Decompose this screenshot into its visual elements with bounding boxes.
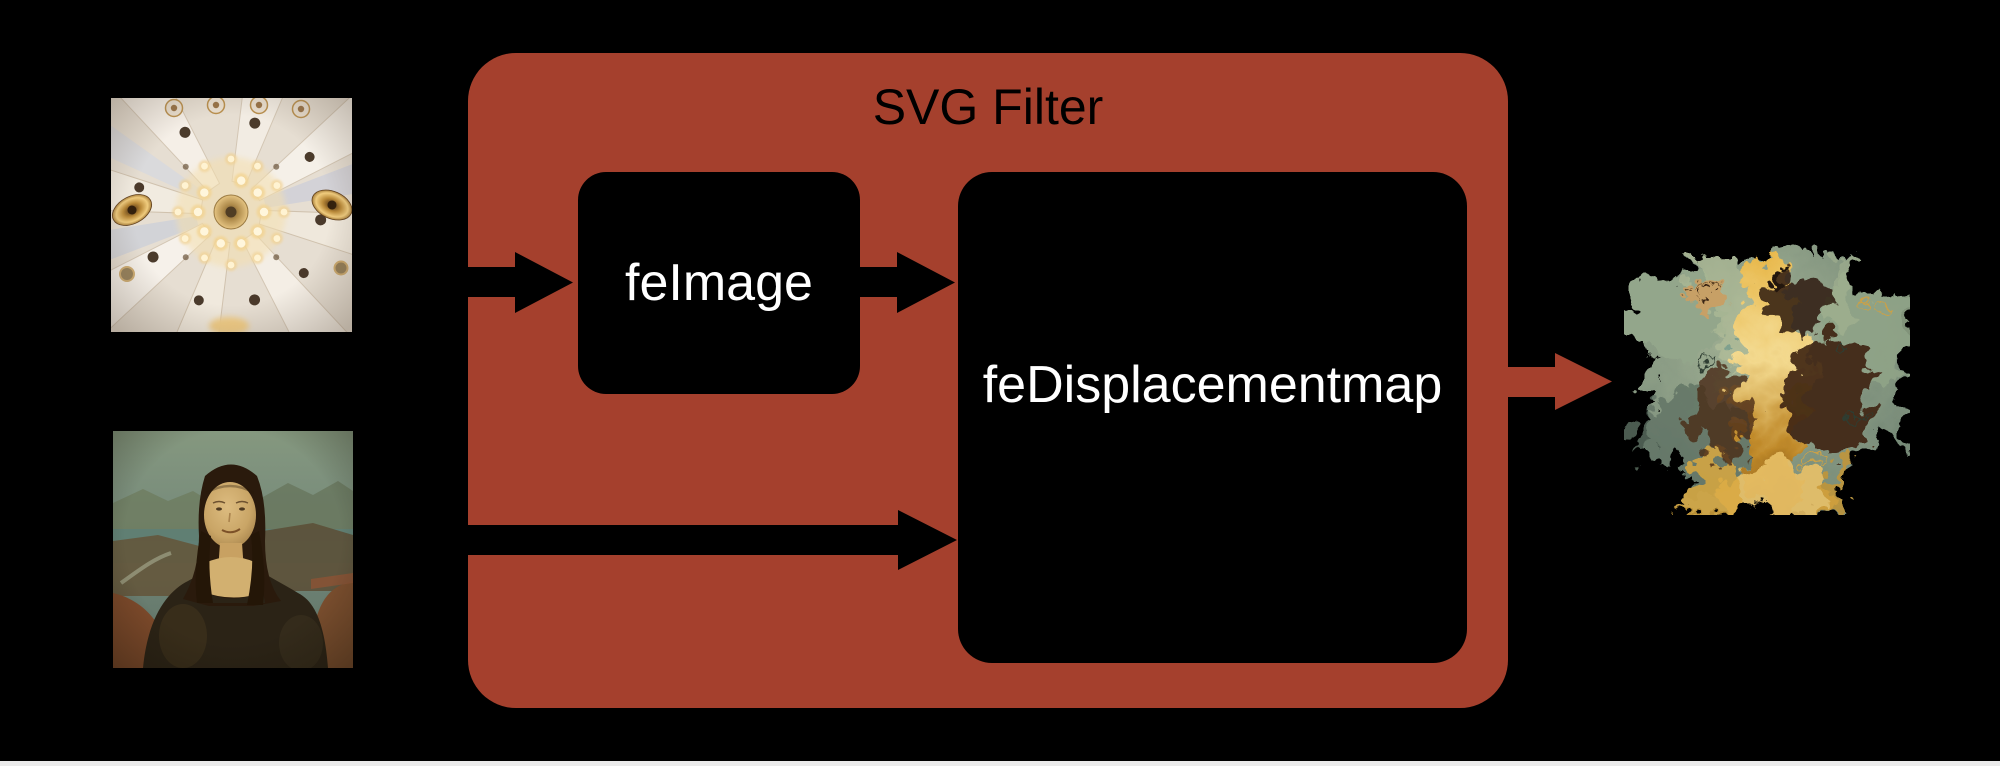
node-fedisplacementmap-label: feDisplacementmap [982, 356, 1443, 414]
input-image-ceiling [111, 98, 352, 332]
svg-filter-title: SVG Filter [872, 79, 1104, 135]
node-feimage-label: feImage [625, 254, 813, 312]
displaced-face-fragment [1678, 276, 1710, 300]
node-fedisplacementmap: feDisplacementmap [958, 172, 1467, 663]
output-image-result [1624, 233, 1910, 515]
bottom-edge-strip [0, 761, 2000, 766]
arrow-fedisplacementmap-to-result [1508, 353, 1612, 410]
node-feimage: feImage [578, 172, 860, 394]
svg-filter-container: SVG Filter feImage feDisplacementmap [468, 53, 1508, 708]
input-image-mona-lisa [113, 431, 353, 668]
